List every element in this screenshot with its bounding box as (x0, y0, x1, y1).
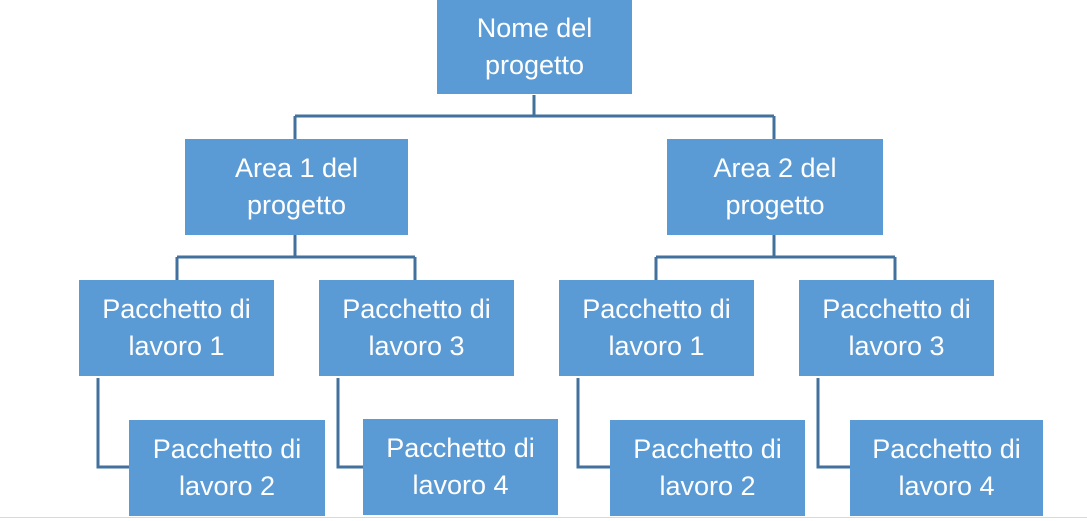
work-package-label-line1: Pacchetto di (102, 294, 251, 324)
project-name-box[interactable]: Nome del progetto (437, 0, 632, 94)
area-1-line1: Area 1 del (234, 153, 359, 183)
project-name-line2: progetto (484, 50, 585, 80)
work-package-label-line1: Pacchetto di (633, 434, 782, 464)
bottom-divider (0, 517, 1087, 518)
work-package-label-line1: Pacchetto di (582, 294, 731, 324)
area-2-work-package-2-box[interactable]: Pacchetto di lavoro 2 (610, 420, 805, 516)
work-package-label-line1: Pacchetto di (342, 294, 491, 324)
work-package-label-line2: lavoro 3 (368, 331, 465, 361)
work-package-label-line1: Pacchetto di (822, 294, 971, 324)
work-package-label-line2: lavoro 1 (128, 331, 225, 361)
area-1-work-package-2-box[interactable]: Pacchetto di lavoro 2 (129, 420, 325, 516)
area-2-line2: progetto (725, 190, 825, 220)
area-1-work-package-3-box[interactable]: Pacchetto di lavoro 3 (319, 280, 514, 376)
work-package-label-line2: lavoro 4 (898, 471, 995, 501)
area-2-work-package-4-box[interactable]: Pacchetto di lavoro 4 (850, 420, 1043, 516)
project-name-line1: Nome del (476, 13, 593, 43)
area-1-work-package-1-box[interactable]: Pacchetto di lavoro 1 (79, 280, 274, 376)
connector-a2-wp1-to-wp2 (576, 378, 610, 469)
work-package-label-line1: Pacchetto di (386, 433, 535, 463)
connector-area1-to-packages (175, 235, 417, 280)
area-1-work-package-4-box[interactable]: Pacchetto di lavoro 4 (363, 419, 558, 515)
work-package-label-line2: lavoro 4 (412, 470, 509, 500)
connector-a1-wp3-to-wp4 (336, 378, 363, 469)
work-package-label-line2: lavoro 3 (848, 331, 945, 361)
area-2-line1: Area 2 del (713, 153, 837, 183)
connector-a2-wp3-to-wp4 (816, 378, 850, 469)
work-package-label-line1: Pacchetto di (872, 434, 1021, 464)
work-package-label-line2: lavoro 2 (659, 471, 756, 501)
work-package-label-line2: lavoro 2 (178, 471, 276, 501)
work-package-label-line2: lavoro 1 (608, 331, 705, 361)
area-2-work-package-1-box[interactable]: Pacchetto di lavoro 1 (559, 280, 754, 376)
area-1-box[interactable]: Area 1 del progetto (185, 139, 408, 235)
connector-a1-wp1-to-wp2 (96, 378, 129, 469)
connector-root-to-areas (293, 95, 776, 139)
area-2-box[interactable]: Area 2 del progetto (667, 139, 883, 235)
work-package-label-line1: Pacchetto di (152, 434, 302, 464)
area-1-line2: progetto (246, 190, 347, 220)
connector-area2-to-packages (654, 235, 897, 280)
area-2-work-package-3-box[interactable]: Pacchetto di lavoro 3 (799, 280, 994, 376)
